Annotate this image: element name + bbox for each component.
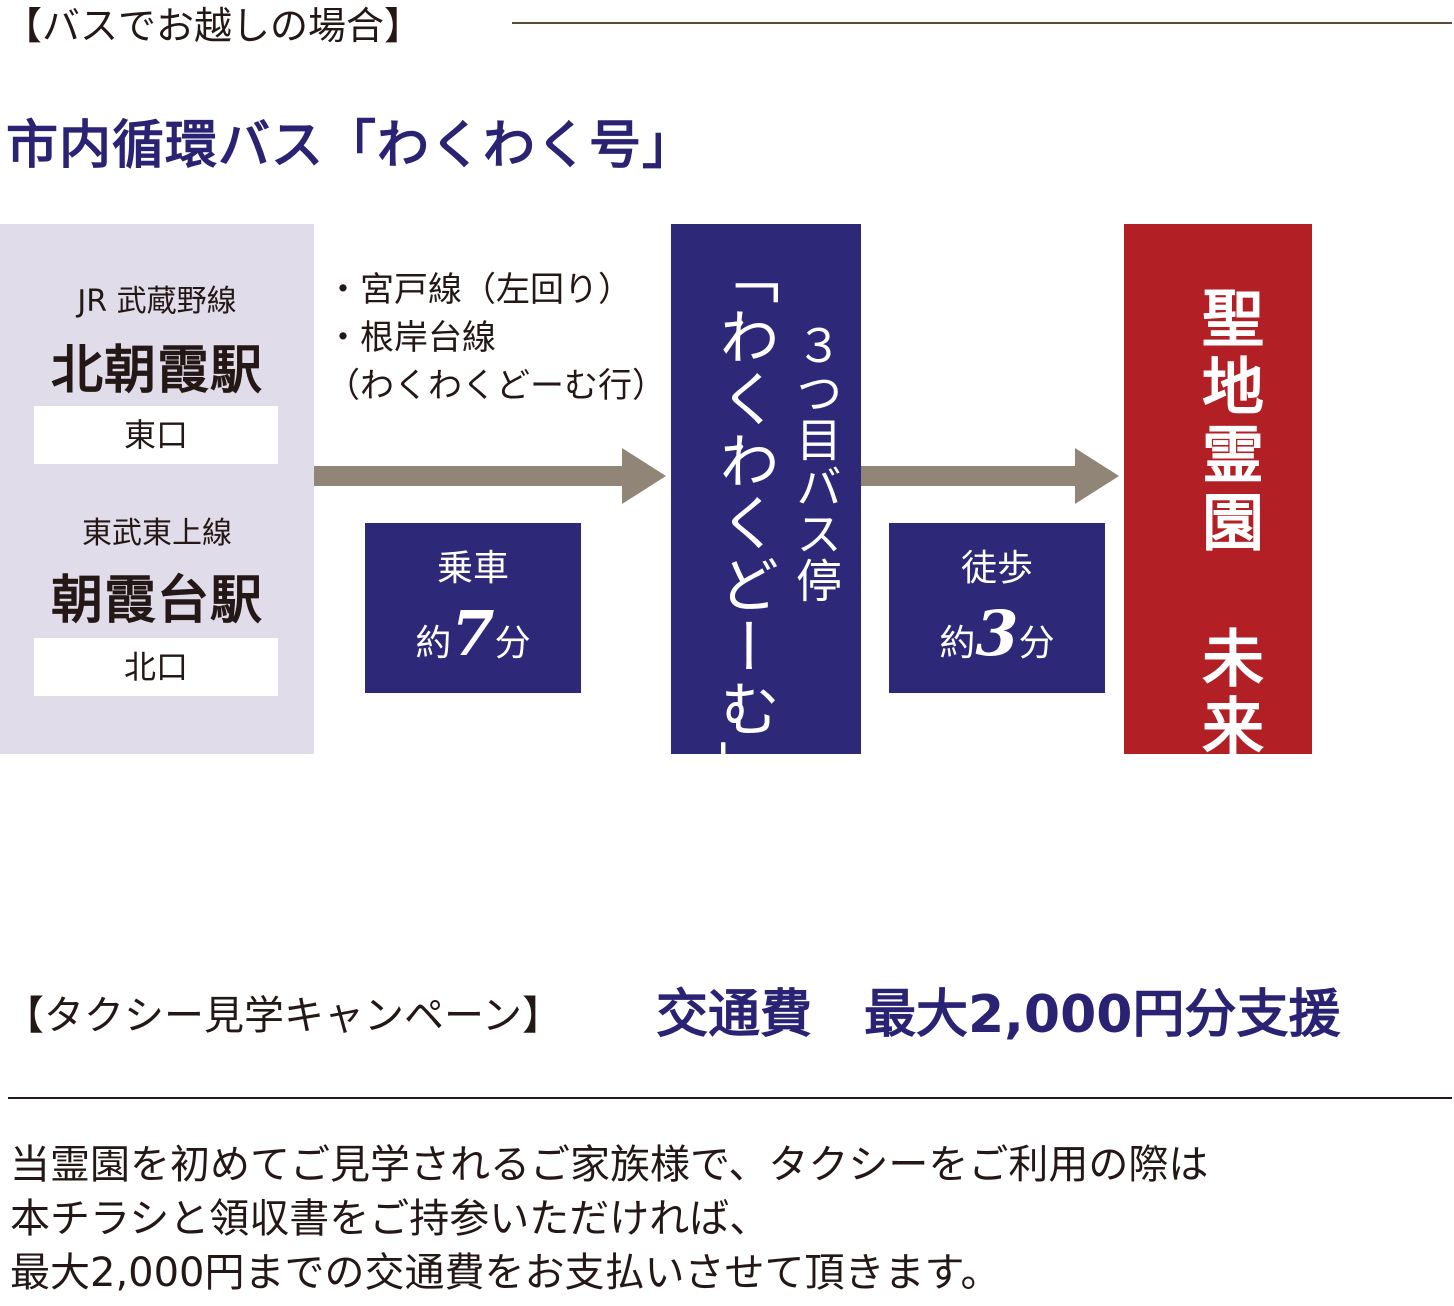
taxi-campaign-offer: 交通費 最大2,000円分支援 bbox=[656, 985, 1341, 1045]
arrow-shaft-1 bbox=[314, 466, 624, 486]
stations-panel: JR 武蔵野線 北朝霞駅 東口 東武東上線 朝霞台駅 北口 bbox=[0, 224, 314, 754]
ride-approx: 約 bbox=[415, 623, 452, 664]
walk-minutes: 3 bbox=[975, 597, 1019, 670]
walk-unit: 分 bbox=[1018, 623, 1055, 664]
station1-line: JR 武蔵野線 bbox=[77, 284, 237, 319]
station1-exit: 東口 bbox=[34, 406, 278, 464]
walk-time-box: 徒歩 約3分 bbox=[889, 523, 1105, 693]
route-line-1: ・宮戸線（左回り） bbox=[326, 270, 632, 310]
station2-line: 東武東上線 bbox=[82, 516, 232, 551]
taxi-description-line-2: 本チラシと領収書をご持参いただければ、 bbox=[10, 1196, 770, 1242]
arrow-right-icon bbox=[622, 448, 666, 504]
route-lines: ・宮戸線（左回り） ・根岸台線 （わくわくどーむ行） bbox=[326, 266, 666, 410]
walk-duration: 約3分 bbox=[889, 597, 1105, 670]
station2-name: 朝霞台駅 bbox=[50, 571, 263, 631]
destination-name: 聖地霊園 未来 bbox=[1191, 286, 1264, 762]
ride-label: 乗車 bbox=[436, 548, 509, 589]
bus-name-heading: 市内循環バス「わくわく号」 bbox=[6, 116, 696, 176]
bus-stop-position: ３つ目バス停 bbox=[789, 322, 843, 604]
taxi-description: 当霊園を初めてご見学されるご家族様で、タクシーをご利用の際は 本チラシと領収書を… bbox=[10, 1138, 1440, 1300]
taxi-description-line-3: 最大2,000円までの交通費をお支払いさせて頂きます。 bbox=[10, 1250, 1001, 1296]
walk-approx: 約 bbox=[939, 623, 976, 664]
ride-duration: 約7分 bbox=[365, 597, 581, 670]
ride-unit: 分 bbox=[494, 623, 531, 664]
bus-stop-name: 「わくわくどーむ」 bbox=[709, 244, 779, 802]
taxi-divider bbox=[8, 1097, 1452, 1099]
header-divider bbox=[512, 22, 1452, 24]
taxi-description-line-1: 当霊園を初めてご見学されるご家族様で、タクシーをご利用の際は bbox=[10, 1142, 1209, 1188]
arrow-shaft-2 bbox=[861, 466, 1077, 486]
destination-box: 聖地霊園 未来 bbox=[1124, 224, 1312, 762]
ride-minutes: 7 bbox=[451, 597, 495, 670]
station2-exit: 北口 bbox=[34, 638, 278, 696]
walk-label: 徒歩 bbox=[960, 548, 1033, 589]
arrow-right-icon bbox=[1075, 448, 1119, 504]
bus-stop-box: 「わくわくどーむ」 ３つ目バス停 bbox=[671, 224, 861, 802]
taxi-campaign-label: 【タクシー見学キャンペーン】 bbox=[4, 993, 562, 1039]
station1-name: 北朝霞駅 bbox=[50, 341, 263, 401]
ride-time-box: 乗車 約7分 bbox=[365, 523, 581, 693]
route-line-2: ・根岸台線 bbox=[326, 318, 496, 358]
route-line-3: （わくわくどーむ行） bbox=[326, 366, 666, 406]
section-title: 【バスでお越しの場合】 bbox=[4, 4, 423, 48]
